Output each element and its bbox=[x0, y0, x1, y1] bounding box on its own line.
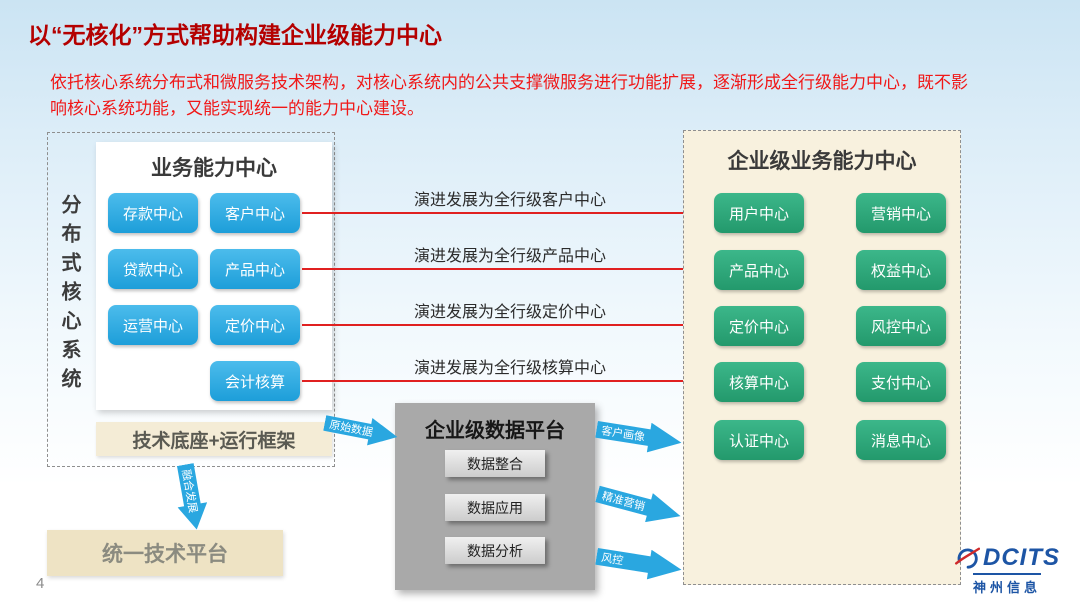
evolution-arrow-product bbox=[302, 263, 717, 275]
center-loan: 贷款中心 bbox=[108, 249, 198, 289]
center-pricing: 定价中心 bbox=[210, 305, 300, 345]
slide-description: 依托核心系统分布式和微服务技术架构，对核心系统内的公共支撑微服务进行功能扩展，逐… bbox=[50, 73, 968, 119]
business-capability-title: 业务能力中心 bbox=[151, 157, 277, 180]
enterprise-capability-title: 企业级业务能力中心 bbox=[727, 150, 917, 173]
page-number: 4 bbox=[36, 575, 45, 592]
ecenter-pricing: 定价中心 bbox=[714, 306, 804, 346]
center-operation: 运营中心 bbox=[108, 305, 198, 345]
dcits-logo: DCITS 神州信息 bbox=[954, 544, 1060, 596]
dcits-logo-icon bbox=[954, 545, 980, 571]
ecenter-message: 消息中心 bbox=[856, 420, 946, 460]
risk-control-arrow-label: 风控 bbox=[600, 552, 624, 568]
data-item-integration: 数据整合 bbox=[445, 450, 545, 477]
ecenter-risk: 风控中心 bbox=[856, 306, 946, 346]
ecenter-payment: 支付中心 bbox=[856, 362, 946, 402]
dcits-brand-text: DCITS bbox=[983, 544, 1060, 571]
center-product: 产品中心 bbox=[210, 249, 300, 289]
evolution-arrow-pricing bbox=[302, 319, 717, 331]
evolution-arrow-accounting bbox=[302, 375, 717, 387]
evolution-label-customer: 演进发展为全行级客户中心 bbox=[413, 192, 606, 209]
ecenter-product: 产品中心 bbox=[714, 250, 804, 290]
fusion-arrow-label: 融合发展 bbox=[179, 468, 199, 514]
precision-marketing-arrow: 精准营销 bbox=[594, 479, 685, 530]
evolution-label-product: 演进发展为全行级产品中心 bbox=[413, 248, 606, 265]
risk-control-arrow: 风控 bbox=[594, 541, 684, 584]
ecenter-accounting: 核算中心 bbox=[714, 362, 804, 402]
fusion-arrow: 融合发展 bbox=[170, 462, 211, 532]
ecenter-auth: 认证中心 bbox=[714, 420, 804, 460]
data-item-analysis: 数据分析 bbox=[445, 537, 545, 564]
unified-tech-platform: 统一技术平台 bbox=[47, 530, 283, 576]
center-customer: 客户中心 bbox=[210, 193, 300, 233]
center-accounting: 会计核算 bbox=[210, 361, 300, 401]
distributed-core-label: 分布式核心系统 bbox=[58, 194, 80, 397]
center-deposit: 存款中心 bbox=[108, 193, 198, 233]
customer-profile-arrow-label: 客户画像 bbox=[600, 425, 646, 444]
ecenter-rights: 权益中心 bbox=[856, 250, 946, 290]
ecenter-user: 用户中心 bbox=[714, 193, 804, 233]
page-title: 以“无核化”方式帮助构建企业级能力中心 bbox=[28, 22, 442, 48]
dcits-company-text: 神州信息 bbox=[972, 573, 1041, 596]
evolution-arrow-customer bbox=[302, 207, 717, 219]
data-platform-title: 企业级数据平台 bbox=[425, 420, 565, 442]
precision-marketing-arrow-label: 精准营销 bbox=[600, 490, 647, 514]
evolution-label-accounting: 演进发展为全行级核算中心 bbox=[413, 360, 606, 377]
customer-profile-arrow: 客户画像 bbox=[594, 414, 684, 457]
data-item-application: 数据应用 bbox=[445, 494, 545, 521]
tech-base-bar: 技术底座+运行框架 bbox=[96, 422, 332, 456]
evolution-label-pricing: 演进发展为全行级定价中心 bbox=[413, 304, 606, 321]
ecenter-marketing: 营销中心 bbox=[856, 193, 946, 233]
